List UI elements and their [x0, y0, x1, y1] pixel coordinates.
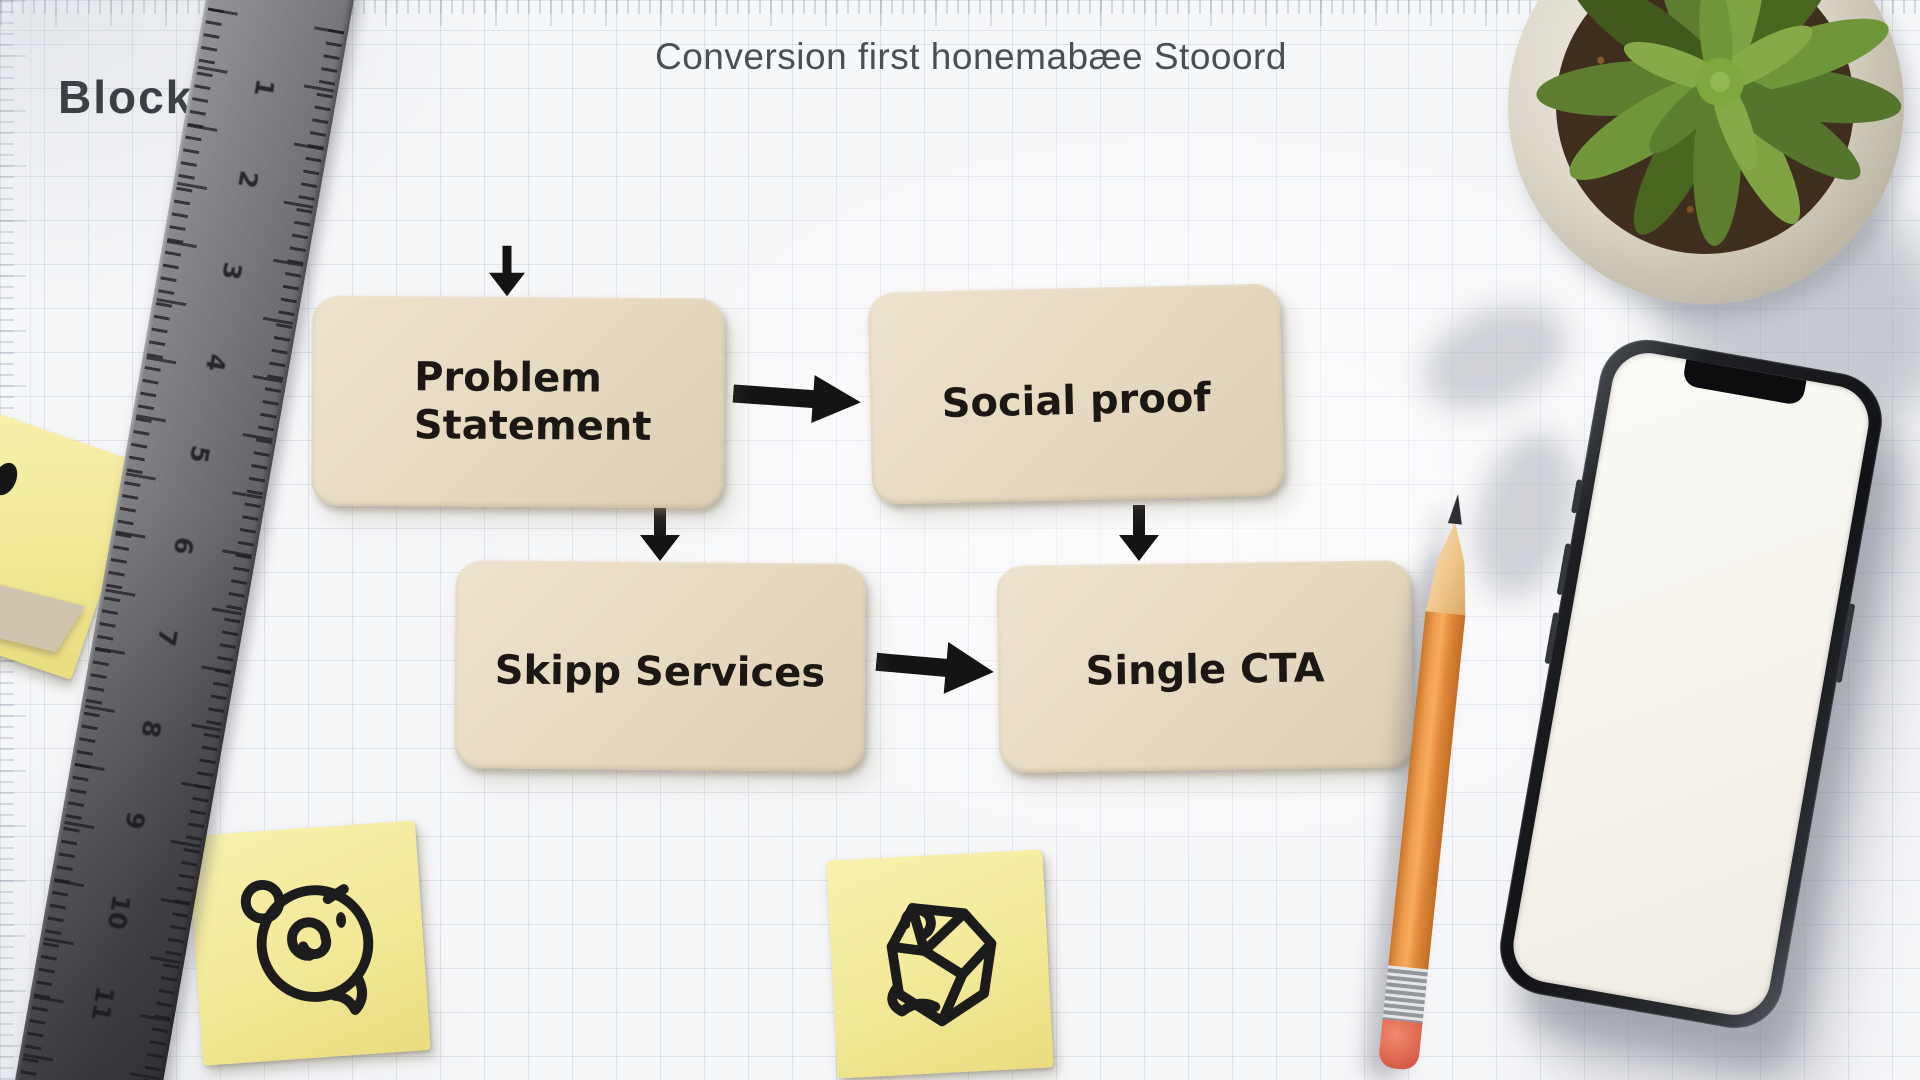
- corner-label-text: Block: [58, 71, 194, 123]
- flow-box-problem-statement: Problem Statement: [311, 295, 725, 509]
- flow-box-single-cta: Single CTA: [996, 560, 1414, 773]
- arrow-social-to-single: [1118, 505, 1160, 561]
- flow-box-label: Skipp Services: [494, 647, 826, 697]
- sticky-note-bear: [187, 820, 431, 1066]
- pencil-eraser: [1377, 1019, 1423, 1071]
- arrow-skipp-to-single: [874, 631, 999, 703]
- flow-box-label: Single CTA: [1085, 644, 1325, 695]
- bear-speech-bubble-doodle-icon: [240, 879, 374, 1015]
- flow-box-skipp-services: Skipp Services: [454, 560, 866, 772]
- arrow-problem-to-social: [731, 364, 865, 433]
- flow-box-social-proof: Social proof: [867, 283, 1285, 505]
- pencil-lead-tip: [1448, 493, 1465, 524]
- flow-box-label: Social proof: [941, 374, 1212, 428]
- pencil-ferrule: [1382, 965, 1429, 1024]
- flow-box-label-line1: Problem: [414, 354, 603, 402]
- sticky-note-package: [826, 849, 1054, 1079]
- page-title: Conversion first honemabæe Stooord: [655, 36, 1287, 77]
- arrow-start-to-problem: [489, 245, 525, 297]
- package-doodle-icon: [886, 903, 997, 1027]
- succulent-plant-icon: [1536, 0, 1902, 246]
- arrow-problem-to-skipp: [639, 505, 681, 561]
- flow-box-label-line2: Statement: [413, 402, 652, 450]
